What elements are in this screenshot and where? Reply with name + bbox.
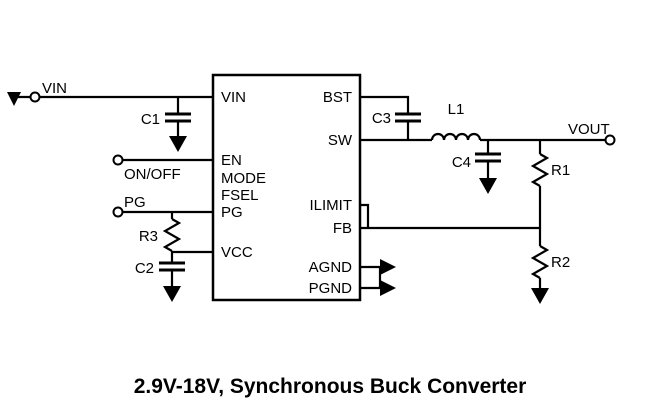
terminal-pg <box>112 206 124 218</box>
pin-label-fb: FB <box>333 220 352 237</box>
pin-label-vin: VIN <box>221 89 246 106</box>
net-label-vout: VOUT <box>568 121 610 138</box>
ic-pin-labels: VIN EN MODE FSEL PG VCC BST SW ILIMIT FB… <box>221 89 353 297</box>
terminal-vin <box>29 91 41 103</box>
ground-icon-c1 <box>169 136 187 152</box>
ground-icon-c4 <box>479 178 497 194</box>
ground-icon-pgnd <box>380 280 396 296</box>
net-label-vin: VIN <box>42 80 67 97</box>
schematic-title: 2.9V-18V, Synchronous Buck Converter <box>134 375 527 398</box>
pin-label-vcc: VCC <box>221 244 253 261</box>
capacitor-c2-icon <box>159 261 185 272</box>
label-r3: R3 <box>139 228 158 245</box>
resistor-r2-icon <box>530 245 550 279</box>
pin-label-bst: BST <box>323 89 352 106</box>
ic-body <box>211 73 362 302</box>
net-label-onoff: ON/OFF <box>124 166 181 183</box>
wire-vcc-branch <box>170 212 213 286</box>
terminal-vout <box>604 134 616 146</box>
ground-icon-r2 <box>531 288 549 304</box>
wire-ilimit <box>360 203 370 228</box>
wire-bst-branch <box>360 95 410 140</box>
label-r2: R2 <box>551 254 570 271</box>
capacitor-c3-icon <box>395 112 421 123</box>
label-c3: C3 <box>372 110 391 127</box>
component-labels: C1 C2 C3 C4 R3 R1 R2 L1 <box>135 101 570 277</box>
pin-label-mode: MODE <box>221 170 266 187</box>
pin-label-agnd: AGND <box>309 259 353 276</box>
net-label-pg: PG <box>124 194 146 211</box>
wires <box>14 95 606 290</box>
label-c4: C4 <box>452 154 471 171</box>
ground-icon-agnd <box>380 259 396 275</box>
label-c2: C2 <box>135 260 154 277</box>
label-r1: R1 <box>551 162 570 179</box>
pin-label-pgnd: PGND <box>309 280 353 297</box>
pin-label-sw: SW <box>328 132 353 149</box>
pin-label-ilimit: ILIMIT <box>309 197 352 214</box>
capacitor-c4-icon <box>475 152 501 163</box>
pin-label-en: EN <box>221 152 242 169</box>
terminals <box>29 91 616 218</box>
terminal-onoff <box>112 154 124 166</box>
wire-gnd-pins <box>360 265 382 290</box>
component-symbols <box>159 112 550 279</box>
resistor-r1-icon <box>530 153 550 187</box>
vin-input-arrow-icon <box>7 92 21 106</box>
pin-label-pg: PG <box>221 204 243 221</box>
capacitor-c1-icon <box>165 112 191 123</box>
net-labels: VIN ON/OFF PG VOUT <box>42 80 610 211</box>
resistor-r3-icon <box>162 218 182 252</box>
inductor-l1-icon <box>430 132 482 141</box>
pin-label-fsel: FSEL <box>221 187 259 204</box>
ground-icon-c2 <box>163 286 181 302</box>
label-c1: C1 <box>141 111 160 128</box>
ground-symbols <box>7 92 549 304</box>
label-l1: L1 <box>448 101 465 118</box>
